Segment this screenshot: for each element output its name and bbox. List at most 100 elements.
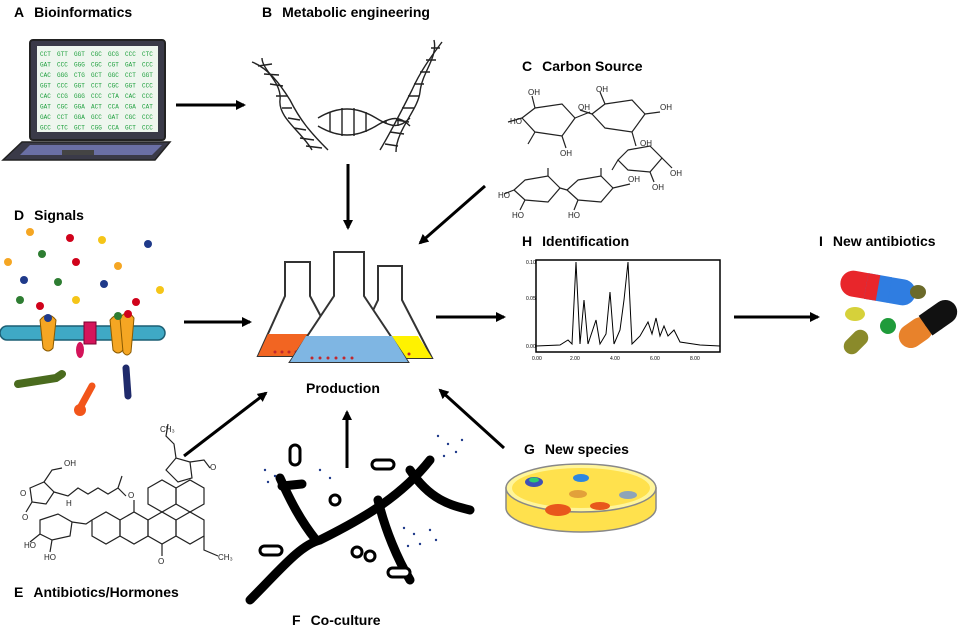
codon-text: GAC	[40, 114, 51, 121]
codon-text: CCC	[142, 114, 153, 121]
chromatogram: 0.10 0.05 0.00 0.00 2.00 4.00 6.00 8.00	[526, 259, 721, 362]
svg-text:OH: OH	[660, 103, 672, 112]
hormone-molecule	[25, 467, 127, 513]
arrow-e-to-production	[183, 391, 268, 458]
codon-text: CGG	[91, 125, 102, 132]
svg-text:HO: HO	[24, 541, 36, 550]
svg-text:8.00: 8.00	[690, 356, 700, 362]
svg-text:O: O	[210, 463, 216, 472]
arrow-c-to-production	[418, 184, 486, 245]
svg-text:0.00: 0.00	[532, 356, 542, 362]
svg-text:HO: HO	[512, 211, 524, 220]
codon-text: GAT	[125, 62, 136, 69]
flask-blue	[288, 251, 410, 363]
codon-text: CGC	[125, 114, 136, 121]
svg-text:O: O	[22, 513, 28, 522]
svg-text:0.05: 0.05	[526, 296, 536, 302]
pills-icon	[840, 270, 958, 355]
carbohydrate-structures: HO OH OH OH OH OH OH OH OH HO HO HO OH	[498, 85, 682, 220]
codon-text: GCC	[40, 125, 51, 132]
svg-text:HO: HO	[44, 553, 56, 562]
svg-text:OH: OH	[640, 139, 652, 148]
production-label: Production	[306, 380, 380, 396]
codon-text: CCC	[125, 51, 136, 58]
svg-text:6.00: 6.00	[650, 356, 660, 362]
codon-text: GCT	[74, 125, 85, 132]
codon-text: CAC	[40, 72, 51, 79]
codon-text: GGT	[74, 83, 85, 90]
codon-text: CTC	[142, 51, 153, 58]
codon-text: GGA	[74, 114, 85, 121]
svg-text:OH: OH	[670, 169, 682, 178]
codon-text: GAT	[40, 104, 51, 111]
codon-text: CGT	[108, 62, 119, 69]
svg-text:CH₃: CH₃	[218, 553, 233, 562]
co-culture-hyphae	[245, 455, 475, 605]
codon-text: CCC	[142, 125, 153, 132]
codon-text: CAC	[125, 93, 136, 100]
codon-text: CGA	[125, 104, 136, 111]
codon-text: GCC	[91, 114, 102, 121]
cell-membrane	[0, 325, 166, 341]
codon-text: CGC	[57, 104, 68, 111]
co-culture-cells	[258, 443, 412, 579]
antibiotic-molecule	[29, 423, 219, 557]
codon-text: CGC	[91, 62, 102, 69]
signal-bacteria	[14, 364, 132, 416]
codon-text: GGG	[57, 72, 68, 79]
codon-grid: CCT GTT GGT CGC GCG CCC CTC GAT CCC GGG CGC CGT GAT C…	[40, 51, 153, 132]
svg-text:0.00: 0.00	[526, 344, 536, 350]
codon-text: GAT	[108, 114, 119, 121]
svg-text:O: O	[20, 489, 26, 498]
codon-text: GGT	[125, 83, 136, 90]
dna-helix-icon	[251, 39, 443, 153]
codon-text: GCG	[108, 51, 119, 58]
svg-text:4.00: 4.00	[610, 356, 620, 362]
codon-text: GCT	[125, 125, 136, 132]
svg-text:2.00: 2.00	[570, 356, 580, 362]
svg-text:0.10: 0.10	[526, 260, 536, 266]
flow-arrows	[176, 100, 820, 468]
arrow-g-to-production	[438, 388, 506, 450]
codon-text: GGT	[142, 72, 153, 79]
codon-text: CAT	[142, 104, 153, 111]
svg-text:OH: OH	[64, 459, 76, 468]
hydroxyl-label: HO	[510, 117, 522, 126]
svg-text:OH: OH	[528, 88, 540, 97]
codon-text: GCT	[91, 72, 102, 79]
codon-text: CCC	[57, 62, 68, 69]
codon-text: CCA	[108, 104, 119, 111]
codon-text: GGT	[40, 83, 51, 90]
svg-text:OH: OH	[596, 85, 608, 94]
codon-text: GGT	[74, 51, 85, 58]
membrane-receptors	[39, 310, 135, 358]
codon-text: ACT	[91, 104, 102, 111]
svg-text:H: H	[66, 499, 72, 508]
codon-text: CTA	[108, 93, 119, 100]
codon-text: CCA	[108, 125, 119, 132]
co-culture-spores	[263, 434, 464, 548]
svg-text:O: O	[158, 557, 164, 566]
codon-text: GTT	[57, 51, 68, 58]
codon-text: GGC	[108, 72, 119, 79]
codon-text: CGC	[108, 83, 119, 90]
codon-text: CCT	[125, 72, 136, 79]
codon-text: CCC	[142, 83, 153, 90]
svg-text:CH₃: CH₃	[160, 425, 175, 434]
codon-text: CCT	[57, 114, 68, 121]
svg-text:O: O	[128, 491, 134, 500]
svg-text:OH: OH	[652, 183, 664, 192]
codon-text: GAT	[40, 62, 51, 69]
svg-text:OH: OH	[628, 175, 640, 184]
codon-text: CCT	[91, 83, 102, 90]
codon-text: CAC	[40, 93, 51, 100]
